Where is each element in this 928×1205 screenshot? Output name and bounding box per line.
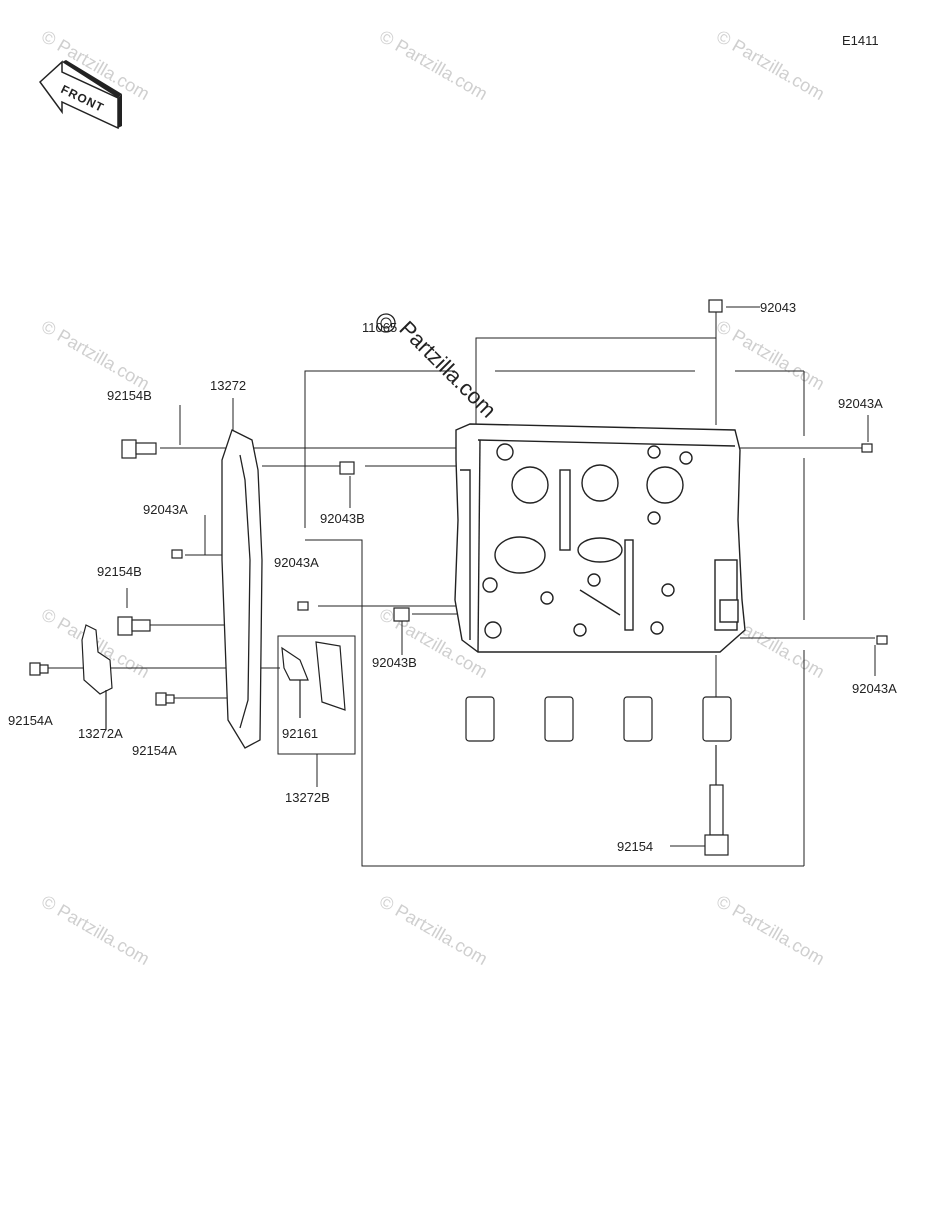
label-92154: 92154 [617,839,653,854]
label-92161: 92161 [282,726,318,741]
label-92154a: 92154A [132,743,177,758]
long-bolt-icon [704,745,729,856]
watermark: © Partzilla.com [713,316,828,394]
kit-frame [277,635,356,787]
bolt-icons [29,439,175,706]
dowel-pins [171,299,888,645]
gasket-plate [221,429,263,749]
watermark: © Partzilla.com [713,26,828,104]
watermark: © Partzilla.com [38,891,153,969]
label-13272a: 13272A [78,726,123,741]
bracket-13272a [81,624,113,730]
watermark: © Partzilla.com [713,891,828,969]
label-92043b: 92043B [372,655,417,670]
diagram-code: E1411 [842,33,879,48]
label-92154b: 92154B [97,564,142,579]
watermark: © Partzilla.com [376,26,491,104]
watermark: © Partzilla.com [376,891,491,969]
label-13272: 13272 [210,378,246,393]
label-92043a: 92043A [143,502,188,517]
label-13272b: 13272B [285,790,330,805]
label-92043b: 92043B [320,511,365,526]
label-92043a: 92043A [274,555,319,570]
engine-block [454,423,746,653]
label-92043a: 92043A [838,396,883,411]
watermark: © Partzilla.com [38,316,153,394]
kit-parts-92161 [281,641,346,718]
front-arrow-icon: FRONT [38,60,122,130]
bearing-inserts [465,696,732,742]
label-92043: 92043 [760,300,796,315]
oil-plug-icon [376,313,396,333]
label-11065: 11065 [362,320,397,335]
label-92043a: 92043A [852,681,897,696]
reference-lines [45,306,876,867]
label-92154b: 92154B [107,388,152,403]
center-watermark: Partzilla.com [394,316,501,423]
label-92154a: 92154A [8,713,53,728]
